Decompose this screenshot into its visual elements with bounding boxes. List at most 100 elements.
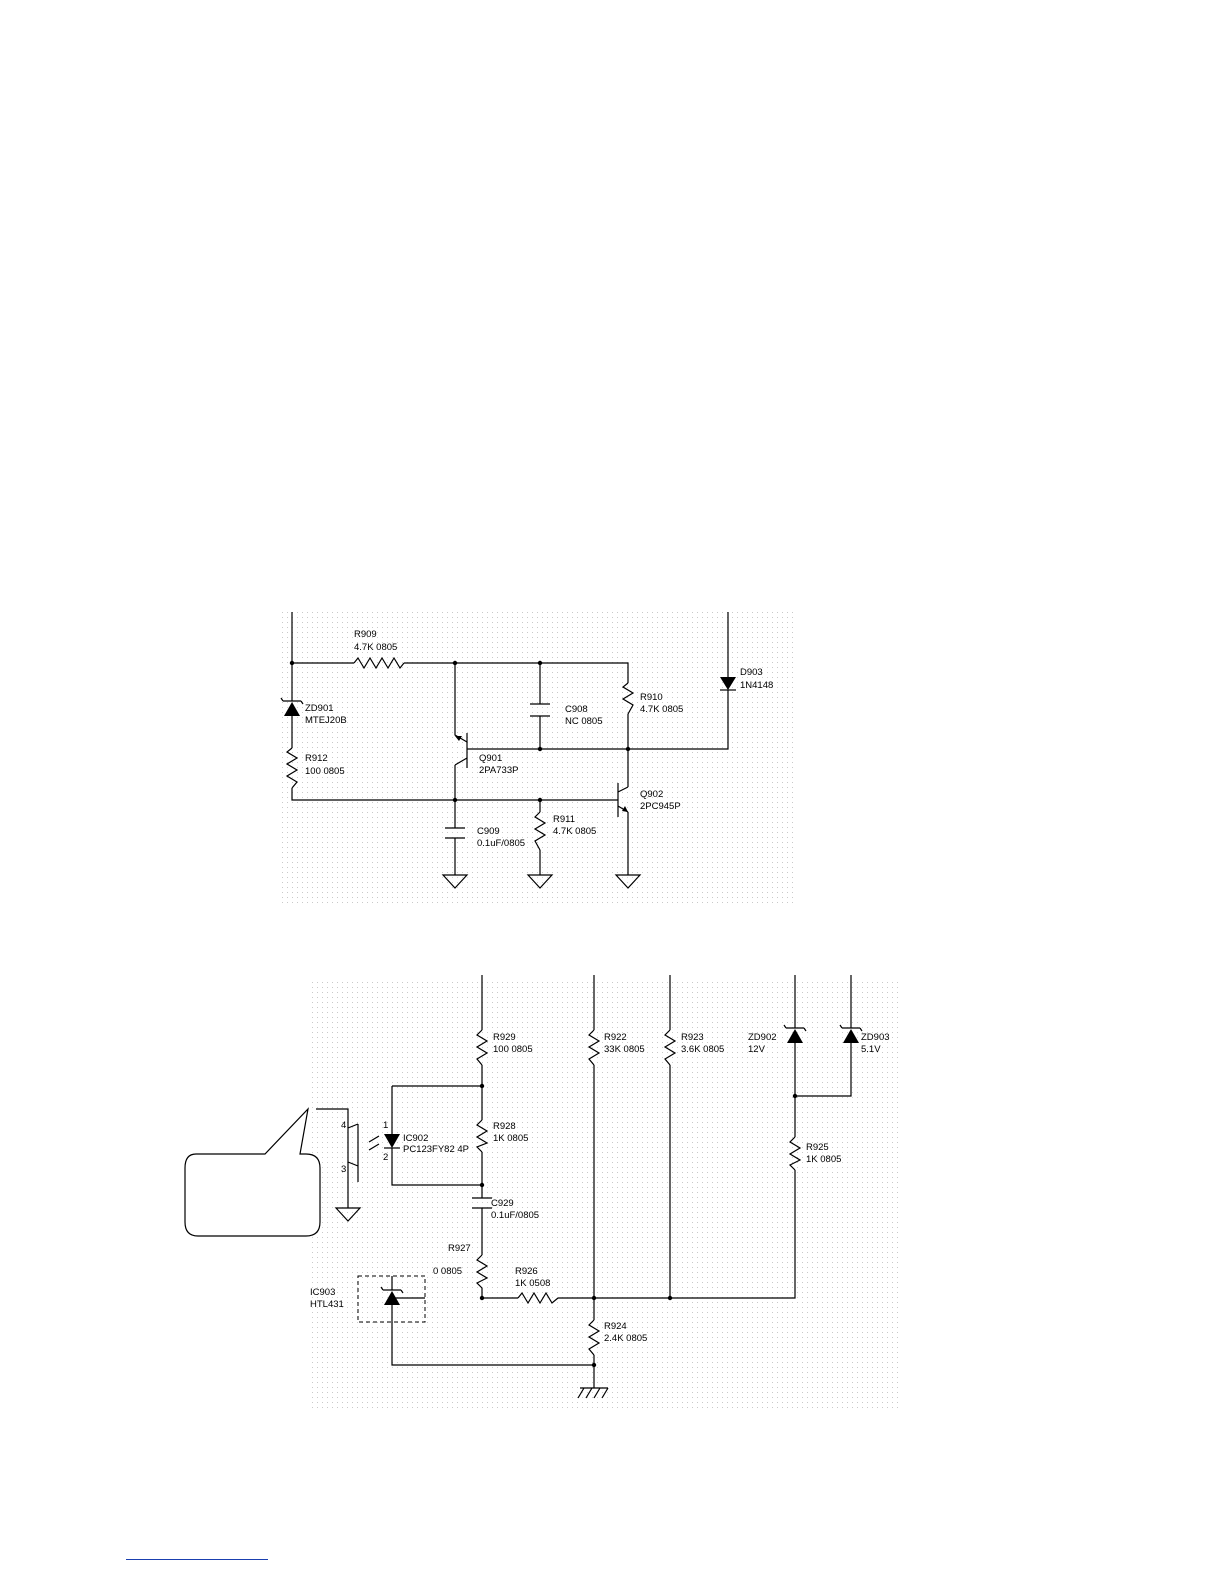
r910-ref: R910	[640, 692, 663, 703]
callout-shape	[184, 1107, 321, 1237]
lower-grid	[310, 980, 900, 1408]
wire	[481, 975, 518, 1299]
r928-ref: R928	[493, 1121, 516, 1132]
wire	[795, 975, 852, 1097]
optocoupler-transistor-symbol	[347, 1122, 359, 1208]
zener-zd902-bar	[783, 1024, 807, 1032]
ic903-value: HTL431	[310, 1299, 344, 1310]
resistor-r926-symbol	[517, 1291, 559, 1305]
junction-dot	[537, 660, 543, 666]
r927-ref: R927	[448, 1243, 471, 1254]
junction-dot	[792, 1093, 798, 1099]
ic903-outline	[357, 1275, 426, 1323]
zd901-value: MTEJ20B	[305, 715, 347, 726]
zener-zd902-symbol	[787, 1029, 803, 1043]
transistor-q901-symbol	[454, 733, 540, 768]
q901-ref: Q901	[479, 753, 502, 764]
r923-ref: R923	[681, 1032, 704, 1043]
zener-zd903-symbol	[843, 1029, 859, 1043]
resistor-r925-symbol	[788, 1136, 802, 1171]
r923-value: 3.6K 0805	[681, 1044, 724, 1055]
ic902-value: PC123FY82 4P	[403, 1144, 469, 1155]
junction-dot	[537, 797, 543, 803]
q902-value: 2PC945P	[640, 801, 681, 812]
r909-ref: R909	[354, 629, 377, 640]
zener-zd903-bar	[839, 1024, 863, 1032]
r911-ref: R911	[553, 814, 575, 825]
resistor-r928-symbol	[475, 1119, 489, 1153]
resistor-r910-symbol	[621, 682, 635, 715]
q902-ref: Q902	[640, 789, 663, 800]
optocoupler-output-wire	[316, 1108, 349, 1122]
r925-ref: R925	[806, 1142, 829, 1153]
resistor-r924-symbol	[587, 1319, 601, 1356]
c908-ref: C908	[565, 704, 588, 715]
capacitor-c929-symbol	[472, 1197, 492, 1209]
optocoupler-light-arrows	[368, 1135, 380, 1151]
zd901-ref: ZD901	[305, 703, 334, 714]
ground-symbol	[526, 874, 554, 889]
junction-dot	[591, 1295, 597, 1301]
zener-zd901-symbol	[284, 702, 300, 716]
ground-symbol	[334, 1207, 362, 1222]
chassis-ground-symbol	[577, 1387, 609, 1399]
r925-value: 1K 0805	[806, 1154, 841, 1165]
c929-value: 0.1uF/0805	[491, 1210, 539, 1221]
wire	[391, 1297, 594, 1366]
diode-d903-symbol	[720, 677, 736, 690]
resistor-r911-symbol	[533, 811, 547, 851]
callout-bubble	[184, 1107, 321, 1237]
r909-value: 4.7K 0805	[354, 642, 397, 653]
r929-value: 100 0805	[493, 1044, 533, 1055]
r922-ref: R922	[604, 1032, 627, 1043]
junction-dot	[452, 797, 458, 803]
r928-value: 1K 0805	[493, 1133, 528, 1144]
c929-ref: C929	[491, 1198, 514, 1209]
ground-symbol	[614, 874, 642, 889]
junction-dot	[625, 746, 631, 752]
lower-circuit: R929 100 0805 R922 33K 0805 R923 3.6K 08…	[310, 975, 900, 1408]
zd903-ref: ZD903	[861, 1032, 890, 1043]
r910-value: 4.7K 0805	[640, 704, 683, 715]
q901-value: 2PA733P	[479, 765, 518, 776]
pin-label: 4	[341, 1120, 346, 1131]
r912-ref: R912	[305, 753, 328, 764]
c909-value: 0.1uF/0805	[477, 838, 525, 849]
wire	[454, 663, 468, 800]
resistor-r909-symbol	[353, 656, 405, 670]
resistor-r929-symbol	[475, 1029, 489, 1066]
junction-dot	[452, 660, 458, 666]
r926-ref: R926	[515, 1266, 538, 1277]
wire	[404, 662, 629, 683]
r924-ref: R924	[604, 1321, 627, 1332]
upper-grid	[278, 612, 796, 904]
ground-symbol	[441, 874, 469, 889]
pin-label: 1	[383, 1120, 388, 1131]
r929-ref: R929	[493, 1032, 516, 1043]
zd902-ref: ZD902	[748, 1032, 777, 1043]
junction-dot	[479, 1083, 485, 1089]
zd902-value: 12V	[748, 1044, 766, 1055]
resistor-r923-symbol	[663, 1029, 677, 1066]
wire	[291, 663, 618, 801]
ic902-ref: IC902	[403, 1133, 428, 1144]
junction-dot	[667, 1295, 673, 1301]
transistor-q901-arrow	[455, 736, 462, 741]
junction-dot	[479, 1182, 485, 1188]
ic903-ref: IC903	[310, 1287, 335, 1298]
r912-value: 100 0805	[305, 766, 345, 777]
r911-value: 4.7K 0805	[553, 826, 596, 837]
r924-value: 2.4K 0805	[604, 1333, 647, 1344]
upper-circuit: R909 4.7K 0805 ZD901 MTEJ20B R912 100 08…	[278, 612, 796, 904]
c908-value: NC 0805	[565, 716, 603, 727]
r927-value: 0 0805	[433, 1266, 462, 1277]
resistor-r922-symbol	[587, 1029, 601, 1066]
resistor-r912-symbol	[285, 747, 299, 789]
zd903-value: 5.1V	[861, 1044, 881, 1055]
resistor-r927-symbol	[475, 1254, 489, 1289]
capacitor-c909-symbol	[445, 827, 465, 839]
r922-value: 33K 0805	[604, 1044, 645, 1055]
wire	[558, 1170, 796, 1299]
